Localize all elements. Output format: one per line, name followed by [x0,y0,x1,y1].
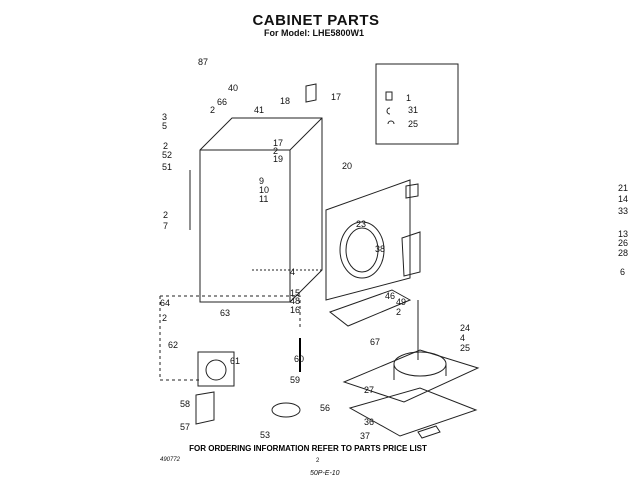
part-callout-53: 53 [260,430,271,440]
part-callout-2: 2 [163,210,169,220]
part-callout-13: 13 [618,229,629,239]
part-callout-46: 46 [385,291,396,301]
part-callout-49: 49 [396,297,407,307]
part-callout-48: 48 [290,296,301,306]
part-callout-67: 67 [370,337,381,347]
part-callout-4: 4 [290,267,296,277]
front-panel [325,179,411,301]
cabinet-body [199,117,323,303]
part-callout-36: 36 [364,417,375,427]
base-panel [348,387,478,437]
part-callout-16: 16 [290,305,301,315]
part-callout-15: 15 [290,288,301,298]
part-callout-51: 51 [162,162,173,172]
part-callout-37: 37 [360,431,371,441]
part-callout-57: 57 [180,422,191,432]
part-callout-24: 24 [460,323,471,333]
door-opening [339,221,385,279]
model-number: For Model: LHE5800W1 [263,28,364,38]
part-callout-66: 66 [217,97,228,107]
part-callout-4: 4 [460,333,466,343]
part-callout-17: 17 [273,138,284,148]
part-callout-7: 7 [163,221,169,231]
part-callout-2: 2 [163,141,169,151]
small-part-37 [417,425,441,439]
part-callout-23: 23 [356,219,367,229]
part-callout-1: 1 [406,93,412,103]
part-callout-33: 33 [618,206,629,216]
belt [271,402,301,418]
part-callout-87: 87 [198,57,209,67]
part-callout-63: 63 [220,308,231,318]
part-callout-19: 19 [273,154,284,164]
hinge-17 [305,83,317,103]
part-callout-41: 41 [254,105,265,115]
part-callout-60: 60 [294,354,305,364]
part-callout-2: 2 [396,307,402,317]
part-callout-40: 40 [228,83,239,93]
part-callout-3: 3 [162,112,168,122]
part-callout-61: 61 [230,356,241,366]
part-callout-25: 25 [408,119,419,129]
part-callout-27: 27 [364,385,375,395]
part-callout-28: 28 [618,248,629,258]
part-callout-6: 6 [620,267,626,277]
part-callout-5: 5 [162,121,168,131]
document-code: 490772 [160,457,181,463]
inset-box [375,63,459,145]
part-callout-18: 18 [280,96,291,106]
part-callout-52: 52 [162,150,173,160]
part-callout-25: 25 [460,343,471,353]
ordering-note: FOR ORDERING INFORMATION REFER TO PARTS … [189,444,427,453]
part-callout-62: 62 [168,340,179,350]
motor [197,351,235,387]
part-callout-20: 20 [342,161,353,171]
part-callout-2: 2 [162,313,168,323]
part-callout-64: 64 [160,298,171,308]
part-callout-21: 21 [618,183,629,193]
toe-panel [328,289,412,327]
part-callout-26: 26 [618,238,629,248]
part-callout-11: 11 [259,194,269,204]
part-callout-17: 17 [331,92,342,102]
part-callout-56: 56 [320,403,331,413]
part-callout-2: 2 [210,105,216,115]
part-callout-59: 59 [290,375,301,385]
part-callout-31: 31 [408,105,419,115]
inset-parts [385,91,395,125]
page-number: 2 [316,458,320,464]
part-callout-9: 9 [259,176,265,186]
motor-box [159,295,301,381]
part-callout-10: 10 [259,185,270,195]
part-callout-38: 38 [375,244,386,254]
page-title: CABINET PARTS [252,12,380,29]
handwritten-note: 50P-E-10 [310,470,340,477]
bracket [195,391,215,425]
part-callout-2: 2 [273,146,279,156]
part-callout-14: 14 [618,194,629,204]
part-callout-58: 58 [180,399,191,409]
